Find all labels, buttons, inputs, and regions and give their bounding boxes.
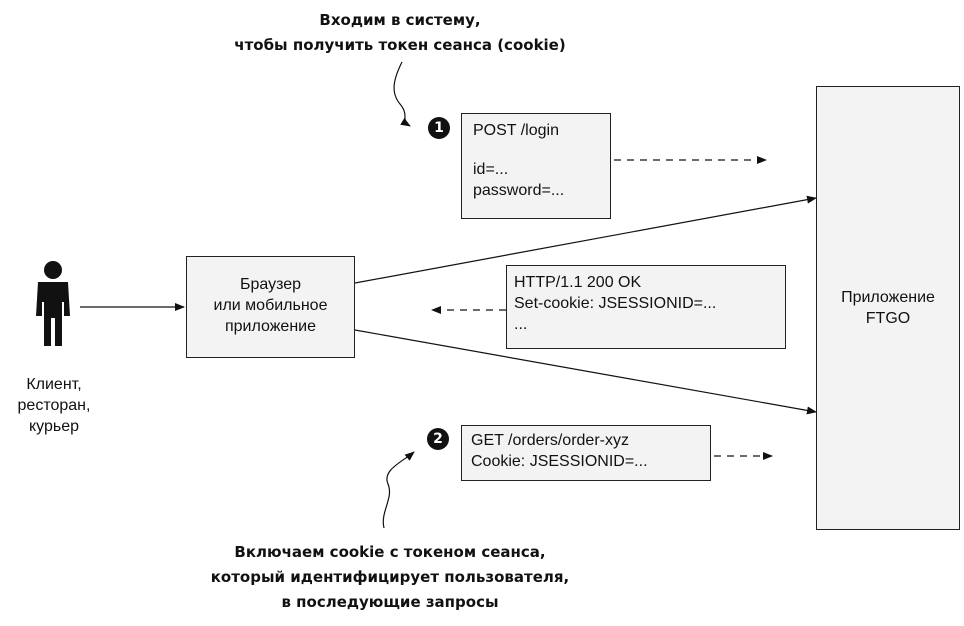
login-request-id: id=... <box>473 161 509 178</box>
login-request-box: POST /login id=... password=... <box>461 113 611 219</box>
cookie-note: Включаем cookie с токеном сеанса, которы… <box>180 540 600 615</box>
browser-box: Браузер или мобильное приложение <box>186 256 355 358</box>
login-note-line-1: Входим в систему, <box>319 11 481 29</box>
login-note: Входим в систему, чтобы получить токен с… <box>220 8 580 58</box>
order-request-method: GET /orders/order-xyz <box>471 432 629 449</box>
person-icon <box>36 261 70 346</box>
ftgo-app-box: Приложение FTGO <box>816 86 960 530</box>
actor-label-line-2: ресторан, <box>17 397 91 414</box>
ftgo-app-line-1: Приложение <box>841 289 935 306</box>
login-request-method: POST /login <box>473 122 559 139</box>
step-2-badge: 2 <box>427 428 449 450</box>
actor-label-line-1: Клиент, <box>26 376 82 393</box>
browser-line-3: приложение <box>224 318 316 335</box>
login-response-box: HTTP/1.1 200 OK Set-cookie: JSESSIONID=.… <box>506 265 786 349</box>
cookie-note-line-1: Включаем cookie с токеном сеанса, <box>234 543 546 561</box>
login-request-password: password=... <box>473 182 565 199</box>
order-request-box: GET /orders/order-xyz Cookie: JSESSIONID… <box>461 425 711 481</box>
login-note-line-2: чтобы получить токен сеанса (cookie) <box>234 36 566 54</box>
order-request-cookie: Cookie: JSESSIONID=... <box>471 453 648 470</box>
cookie-note-line-3: в последующие запросы <box>281 593 499 611</box>
login-note-pointer <box>393 61 411 127</box>
cookie-note-line-2: который идентифицирует пользователя, <box>210 568 570 586</box>
browser-line-1: Браузер <box>239 276 302 293</box>
browser-line-2: или мобильное <box>213 297 328 314</box>
actor-label: Клиент, ресторан, курьер <box>2 374 106 437</box>
step-1-badge: 1 <box>428 117 450 139</box>
login-response-status: HTTP/1.1 200 OK <box>514 274 642 291</box>
cookie-note-pointer <box>382 451 415 529</box>
browser-to-app-lower-arrow <box>354 329 817 415</box>
ftgo-app-line-2: FTGO <box>865 310 911 327</box>
browser-to-app-upper-arrow <box>354 195 817 284</box>
actor-label-line-3: курьер <box>28 418 80 435</box>
login-response-ellipsis: ... <box>514 316 528 333</box>
login-response-set-cookie: Set-cookie: JSESSIONID=... <box>514 295 717 312</box>
